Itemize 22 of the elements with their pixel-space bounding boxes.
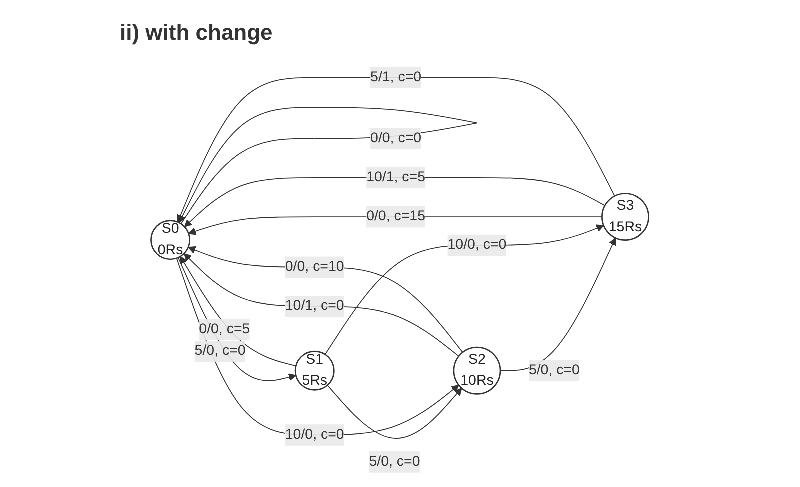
arrow xyxy=(327,384,462,439)
node-circle: S2 10Rs xyxy=(453,346,502,395)
edge-label: 0/0, c=15 xyxy=(366,209,426,224)
arrow xyxy=(500,238,616,372)
diagram-title: ii) with change xyxy=(120,20,273,46)
arrow xyxy=(176,258,460,436)
edge-label: 5/0, c=0 xyxy=(369,454,420,470)
edge-label: 0/0, c=5 xyxy=(199,322,250,337)
edge-label: 5/0, c=0 xyxy=(194,344,246,359)
arrow xyxy=(324,224,604,356)
edge-label: 10/1, c=5 xyxy=(366,170,426,186)
node-circle: S3 15Rs xyxy=(602,193,650,241)
edge-label: 10/1, c=0 xyxy=(285,298,344,314)
edge-label: 10/0, c=0 xyxy=(285,427,344,442)
edge-label: 0/0, c=10 xyxy=(285,259,344,274)
node-circle: S0 0Rs xyxy=(150,220,191,260)
edge-label: 0/0, c=0 xyxy=(370,130,422,146)
edge-label: 5/1, c=0 xyxy=(370,70,422,85)
edge-label: 5/0, c=0 xyxy=(528,362,580,378)
edge-label: 10/0, c=0 xyxy=(448,238,507,253)
arrow xyxy=(177,77,616,223)
node-circle: S1 5Rs xyxy=(294,350,335,391)
